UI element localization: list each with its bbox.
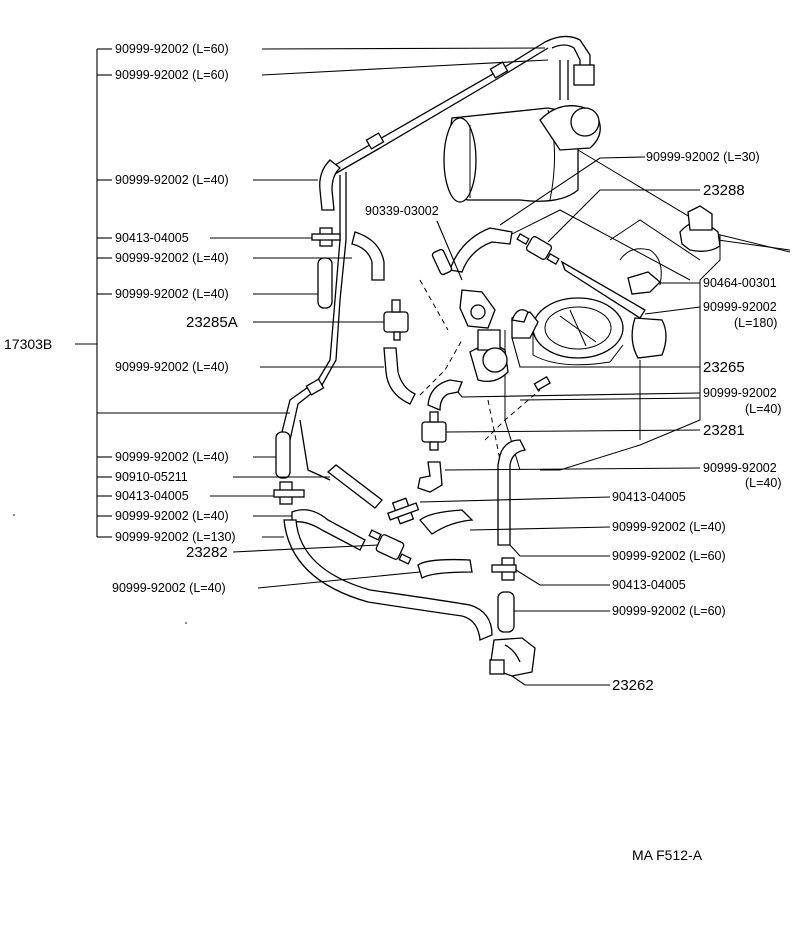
callout-hose-l40-e-length: (L=40) xyxy=(745,402,781,416)
callout-hose-l40-d: 90999-92002 (L=40) xyxy=(115,360,229,374)
callout-hose-l40-c: 90999-92002 (L=40) xyxy=(115,287,229,301)
callout-hose-l180-length: (L=180) xyxy=(734,316,777,330)
callout-90464: 90464-00301 xyxy=(703,276,777,290)
diagram-code: MA F512-A xyxy=(632,847,703,863)
callout-tee-90413-a: 90413-04005 xyxy=(115,231,189,245)
callout-23288: 23288 xyxy=(703,182,745,199)
scan-speck xyxy=(185,622,187,624)
vsv-23282 xyxy=(368,529,412,565)
callout-tee-90413-c: 90413-04005 xyxy=(612,490,686,504)
callout-hose-l130: 90999-92002 (L=130) xyxy=(115,530,236,544)
callout-hose-l40-a: 90999-92002 (L=40) xyxy=(115,173,229,187)
callout-hose-l30: 90999-92002 (L=30) xyxy=(646,150,760,164)
callout-hose-l60-c: 90999-92002 (L=60) xyxy=(612,549,726,563)
callout-hose-l40-i: 90999-92002 (L=40) xyxy=(612,520,726,534)
tee-fitting-1 xyxy=(311,227,341,247)
sensor-90339 xyxy=(459,289,496,329)
callout-23265: 23265 xyxy=(703,359,745,376)
callout-90339: 90339-03002 xyxy=(365,204,439,218)
clip-90464 xyxy=(627,271,661,295)
callout-hose-l60-d: 90999-92002 (L=60) xyxy=(612,604,726,618)
callout-23282: 23282 xyxy=(186,544,228,561)
vsv-23285a xyxy=(383,299,409,341)
callout-tee-90413-d: 90413-04005 xyxy=(612,578,686,592)
scan-speck xyxy=(13,514,15,516)
callout-tee-90413-b: 90413-04005 xyxy=(115,489,189,503)
callout-hose-l40-g: 90999-92002 xyxy=(703,461,777,475)
vacuum-pipes xyxy=(279,35,595,481)
callout-hose-l40-j: 90999-92002 (L=40) xyxy=(112,581,226,595)
group-number-label: 17303B xyxy=(4,336,52,352)
tee-fitting-center xyxy=(387,497,420,525)
part-callouts: 17303B 90999-92002 (L=60) 90999-92002 (L… xyxy=(4,42,781,863)
callout-hose-l40-h: 90999-92002 (L=40) xyxy=(115,509,229,523)
callout-23285a: 23285A xyxy=(186,314,238,331)
leader-lines xyxy=(75,47,701,686)
callout-90910: 90910-05211 xyxy=(115,470,188,484)
callout-hose-l40-b: 90999-92002 (L=40) xyxy=(115,251,229,265)
callout-23262: 23262 xyxy=(612,677,654,694)
vsv-23281 xyxy=(421,411,447,451)
callout-hose-l180: 90999-92002 xyxy=(703,300,777,314)
callout-hose-l40-g-length: (L=40) xyxy=(745,476,781,490)
callout-hose-l40-f: 90999-92002 (L=40) xyxy=(115,450,229,464)
valve-23288 xyxy=(516,233,560,265)
callout-23281: 23281 xyxy=(703,422,745,439)
engine-illustration xyxy=(443,105,791,471)
callout-hose-l60-second: 90999-92002 (L=60) xyxy=(115,68,229,82)
callout-hose-l60-top: 90999-92002 (L=60) xyxy=(115,42,229,56)
bracket-23262 xyxy=(489,637,536,677)
tee-fitting-left xyxy=(273,481,305,505)
hoses-and-valves xyxy=(273,159,661,677)
callout-hose-l40-e: 90999-92002 xyxy=(703,386,777,400)
tee-fitting-right xyxy=(491,557,517,581)
